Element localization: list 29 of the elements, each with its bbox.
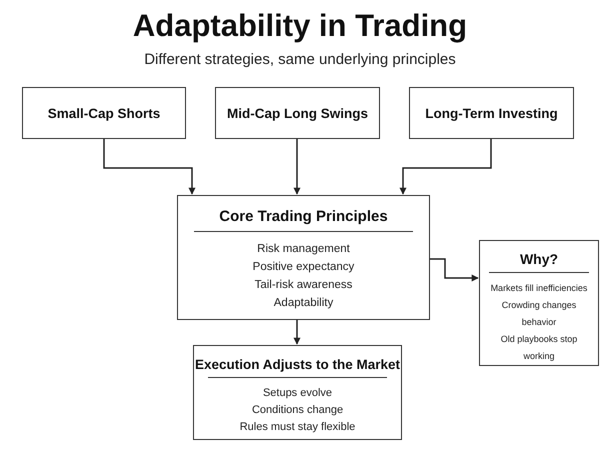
list-item: Setups evolve [262, 386, 332, 401]
arrow [430, 258, 479, 282]
list-item: Old playbooks stop working [500, 333, 578, 363]
arrow [103, 139, 196, 195]
process-box [193, 345, 402, 440]
list-item: Adaptability [274, 296, 334, 311]
list-item: Markets fill inefficiencies [490, 282, 588, 295]
list-item: Rules must stay flexible [240, 420, 356, 435]
box-heading: Execution Adjusts to the Market [194, 357, 400, 372]
strategy-box [215, 87, 380, 139]
list-item: Crowding changes behavior [500, 299, 578, 329]
strategy-box [409, 87, 574, 139]
list-item: Tail-risk awareness [254, 278, 352, 293]
box-heading: Long-Term Investing [425, 106, 558, 120]
diagram-subtitle: Different strategies, same underlying principles [143, 51, 457, 68]
process-box [479, 240, 599, 366]
arrow [294, 320, 300, 345]
arrow [400, 139, 492, 195]
list-item: Positive expectancy [252, 260, 354, 275]
list-item: Risk management [257, 242, 350, 257]
box-heading: Small-Cap Shorts [48, 106, 160, 120]
box-heading: Mid-Cap Long Swings [227, 106, 368, 120]
box-heading: Why? [520, 251, 558, 267]
process-box [177, 195, 430, 320]
arrow [294, 139, 300, 195]
list-item: Conditions change [252, 403, 344, 418]
box-heading: Core Trading Principles [219, 208, 388, 225]
diagram-title: Adaptability in Trading [132, 8, 468, 44]
strategy-box [22, 87, 186, 139]
